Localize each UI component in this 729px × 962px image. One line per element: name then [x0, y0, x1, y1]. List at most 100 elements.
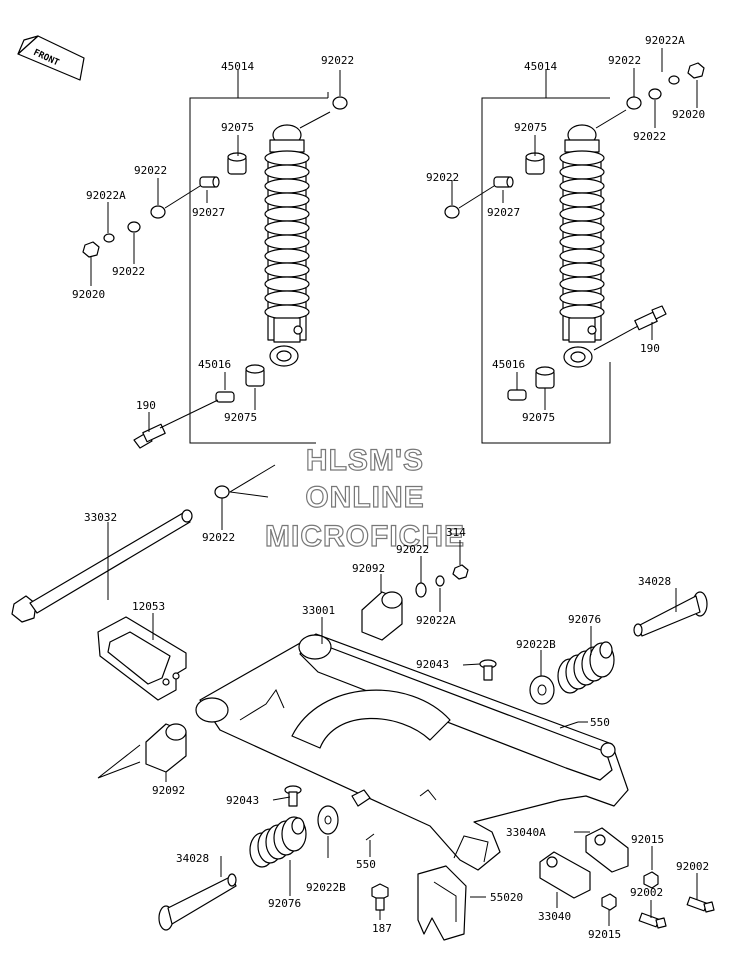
label-33040: 33040 [538, 910, 571, 923]
label-45016-left: 45016 [198, 358, 231, 371]
label-190-left: 190 [136, 399, 156, 412]
nut-92020-left-icon [82, 241, 100, 258]
collar-45016-left [215, 391, 235, 403]
label-45016-right: 45016 [492, 358, 525, 371]
label-92076-upper: 92076 [568, 613, 601, 626]
shock-absorber-left [264, 124, 310, 367]
leader-lines [90, 48, 698, 926]
label-92043-lower: 92043 [226, 794, 259, 807]
label-92022-left-b: 92022 [112, 265, 145, 278]
label-92022A-right: 92022A [645, 34, 685, 47]
nut-92015-upper-icon [643, 871, 659, 889]
washer-92022-top-right-b [648, 88, 662, 100]
label-92022-top-right-a: 92022 [608, 54, 641, 67]
shock-spring-right [559, 150, 605, 320]
label-92075-lower-right: 92075 [522, 411, 555, 424]
washer-92022-top-right-a [626, 96, 642, 110]
label-92022-swingarm: 92022 [396, 543, 429, 556]
shock-absorber-right [559, 124, 605, 368]
chain-adjuster-33040A [585, 827, 629, 873]
washer-92022-right-a [444, 205, 460, 219]
label-92020-right: 92020 [672, 108, 705, 121]
bushing-92075-lower-right [535, 366, 555, 389]
label-550-upper: 550 [590, 716, 610, 729]
label-92022B-upper: 92022B [516, 638, 556, 651]
label-92022-right-a: 92022 [426, 171, 459, 184]
label-190-right: 190 [640, 342, 660, 355]
nut-314-icon [452, 564, 469, 580]
label-92075-lower-left: 92075 [224, 411, 257, 424]
label-92092-lower: 92092 [152, 784, 185, 797]
cotter-pin-550-upper-icon [559, 721, 579, 729]
bolt-190-right-icon [634, 305, 667, 331]
collar-92027-left [199, 176, 220, 188]
label-92022-top-right-b: 92022 [633, 130, 666, 143]
bolt-187-icon [371, 883, 389, 911]
label-33040A: 33040A [506, 826, 546, 839]
washer-92022A-swingarm [435, 575, 445, 587]
label-92022-center: 92022 [202, 531, 235, 544]
right-shock-assembly [444, 62, 705, 444]
label-314: 314 [446, 526, 466, 539]
label-12053: 12053 [132, 600, 165, 613]
chain-adjuster-33040 [539, 851, 591, 899]
washer-92022-left-a [150, 205, 166, 219]
label-92022-top-left: 92022 [321, 54, 354, 67]
label-34028-lower: 34028 [176, 852, 209, 865]
label-45014-right: 45014 [524, 60, 557, 73]
label-45014-left: 45014 [221, 60, 254, 73]
watermark-line3: MICROFICHE [265, 520, 465, 553]
bolt-190-left-icon [133, 423, 166, 449]
washer-92022-top-left [332, 96, 348, 110]
label-92092-upper: 92092 [352, 562, 385, 575]
bolt-92043-right-icon [479, 659, 497, 681]
label-92022-left-a: 92022 [134, 164, 167, 177]
bushing-92075-upper-right [525, 152, 545, 175]
bushing-92092-upper [361, 591, 403, 641]
label-34028-upper: 34028 [638, 575, 671, 588]
chain-guard-12053 [97, 616, 187, 701]
label-92015-upper: 92015 [631, 833, 664, 846]
label-92043-upper: 92043 [416, 658, 449, 671]
cotter-pin-550-lower-icon [365, 833, 375, 841]
washer-92022-center [214, 485, 230, 499]
bolt-92002-upper-icon [686, 896, 715, 913]
bushing-92092-lower [145, 723, 187, 773]
bolt-92002-lower-icon [638, 912, 667, 929]
bracket-55020 [417, 865, 467, 941]
label-33001: 33001 [302, 604, 335, 617]
label-92076-lower: 92076 [268, 897, 301, 910]
nut-92020-right-icon [687, 62, 705, 79]
label-92022A-swingarm: 92022A [416, 614, 456, 627]
pivot-axle-33032 [11, 509, 193, 623]
label-92015-lower: 92015 [588, 928, 621, 941]
label-92002-upper: 92002 [676, 860, 709, 873]
watermark-line1: HLSM'S [306, 444, 424, 477]
watermark-line2: ONLINE [305, 481, 424, 514]
label-92075-upper-left: 92075 [221, 121, 254, 134]
washer-92022B-upper [529, 675, 555, 705]
bushing-92075-lower-left [245, 364, 265, 387]
label-92002-lower: 92002 [630, 886, 663, 899]
left-shock-assembly [82, 70, 348, 449]
pivot-pin-34028-upper [633, 591, 708, 637]
label-55020: 55020 [490, 891, 523, 904]
label-92075-upper-right: 92075 [514, 121, 547, 134]
watermark: HLSM'S ONLINE MICROFICHE [264, 443, 465, 553]
label-92027-left: 92027 [192, 206, 225, 219]
part-labels: 45014 92022 92075 92022 92027 92022A 920… [72, 34, 709, 941]
label-92027-right: 92027 [487, 206, 520, 219]
label-187: 187 [372, 922, 392, 935]
washer-92022A-left [103, 233, 115, 243]
shock-spring-left [264, 150, 310, 320]
bolt-92043-left-icon [284, 785, 302, 807]
washer-92022A-right [668, 75, 680, 85]
label-550-lower: 550 [356, 858, 376, 871]
pivot-pin-34028-lower [158, 873, 237, 931]
label-92020-left: 92020 [72, 288, 105, 301]
collar-45016-right [507, 389, 527, 401]
label-92022A-left: 92022A [86, 189, 126, 202]
label-92022B-lower: 92022B [306, 881, 346, 894]
